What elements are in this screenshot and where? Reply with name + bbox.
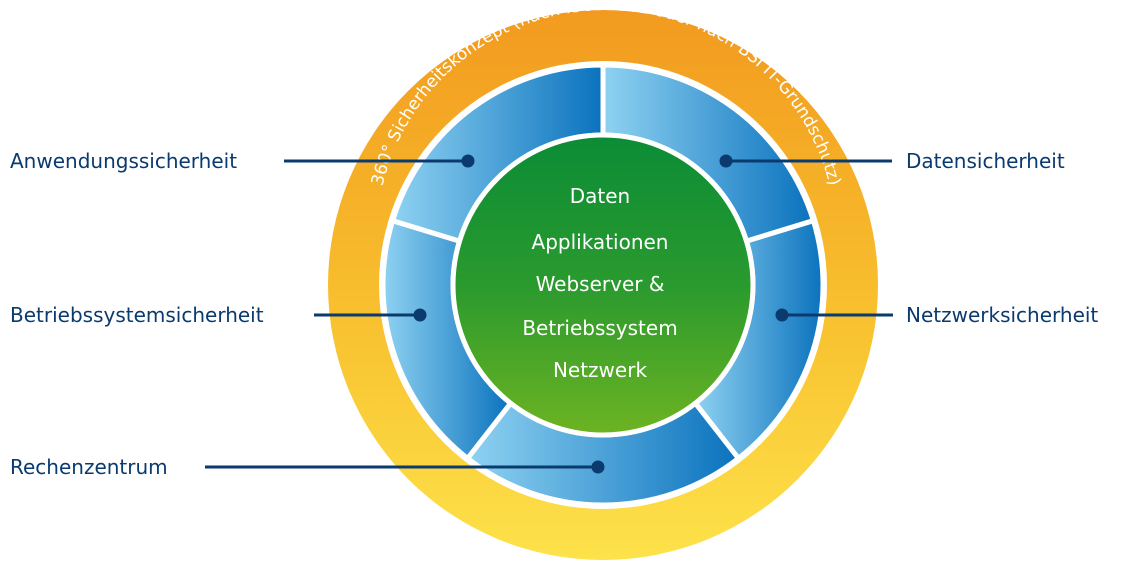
dot-daten (719, 154, 733, 168)
core-line-betriebssystem: Betriebssystem (522, 316, 678, 340)
label-rechenzentrum: Rechenzentrum (10, 455, 168, 479)
dot-rechenzentrum (591, 460, 605, 474)
core-line-daten: Daten (569, 184, 631, 208)
label-anwendungssicherheit: Anwendungssicherheit (10, 149, 238, 173)
core-circle (450, 132, 756, 438)
core-line-webserver: Webserver & (535, 272, 665, 296)
dot-netzwerk (775, 308, 789, 322)
label-datensicherheit: Datensicherheit (906, 149, 1065, 173)
label-netzwerksicherheit: Netzwerksicherheit (906, 303, 1099, 327)
core-line-applikationen: Applikationen (531, 230, 669, 254)
dot-anwendung (461, 154, 475, 168)
label-betriebssystemsicherheit: Betriebssystemsicherheit (10, 303, 264, 327)
dot-betriebssystem (413, 308, 427, 322)
core-line-netzwerk: Netzwerk (552, 358, 648, 382)
